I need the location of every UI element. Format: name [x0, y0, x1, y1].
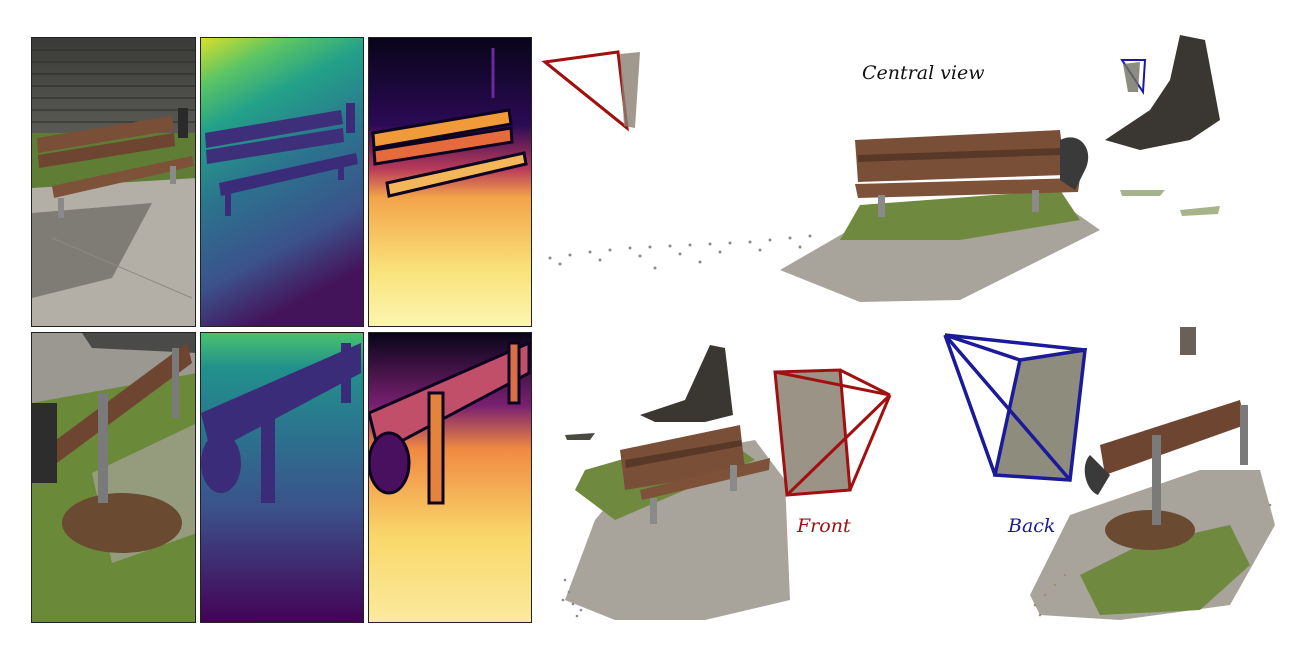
- depth-map-front-drawing: [201, 38, 363, 326]
- confidence-map-back: [368, 332, 532, 623]
- confidence-map-front-drawing: [369, 38, 531, 326]
- depth-map-front: [200, 37, 364, 327]
- front-camera-frustum: [773, 368, 892, 497]
- back-view-reconstruction: [943, 327, 1275, 620]
- confidence-map-back-drawing: [369, 333, 531, 622]
- front-label: Front: [797, 515, 851, 537]
- central-view-label: Central view: [862, 62, 985, 84]
- confidence-map-front: [368, 37, 532, 327]
- depth-map-back-drawing: [201, 333, 363, 622]
- rgb-photo-front: [31, 37, 196, 327]
- rgb-photo-front-drawing: [32, 38, 195, 326]
- front-view-reconstruction: [561, 345, 892, 620]
- front-camera-frustum-top: [541, 50, 629, 132]
- rgb-photo-back-drawing: [32, 333, 195, 622]
- depth-map-back: [200, 332, 364, 623]
- rgb-photo-back: [31, 332, 196, 623]
- central-view-reconstruction: [541, 35, 1220, 302]
- back-label: Back: [1008, 515, 1056, 537]
- back-camera-frustum: [943, 333, 1088, 482]
